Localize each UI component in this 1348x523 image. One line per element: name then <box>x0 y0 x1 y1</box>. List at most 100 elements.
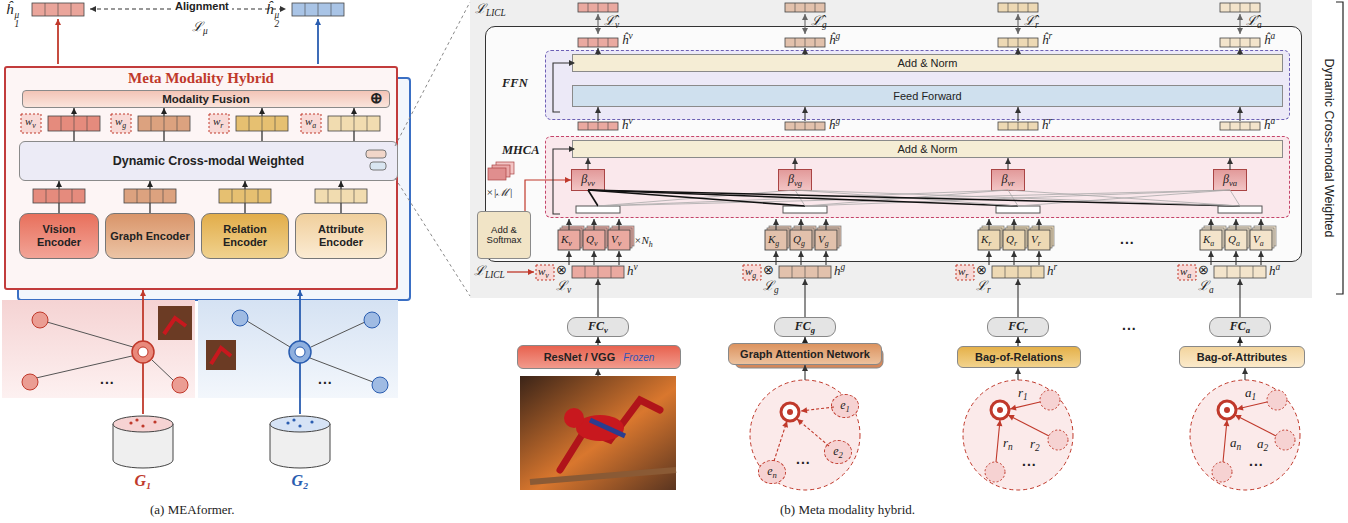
feature-vector <box>998 38 1038 47</box>
math-label: ĥa <box>1264 31 1275 47</box>
subscript: v <box>568 239 572 248</box>
arrowhead <box>1015 14 1021 20</box>
subscript: r <box>988 239 991 248</box>
node-label: FC <box>588 319 604 333</box>
arrowhead <box>56 181 62 187</box>
node-label: Add & Norm <box>898 57 958 69</box>
text-holder: βvg <box>779 170 811 190</box>
cell-divider <box>1230 38 1231 47</box>
entity-circle: e2 <box>824 440 852 464</box>
feature-vector <box>236 116 288 131</box>
symbol: K <box>768 233 775 245</box>
arrowhead <box>595 14 601 20</box>
symbol: w <box>958 265 965 277</box>
symbol: h <box>1269 263 1276 278</box>
bracket <box>1336 2 1343 294</box>
symbol: a <box>1257 436 1264 451</box>
feature-vector <box>315 189 367 203</box>
subscript: n <box>773 470 777 480</box>
subscript: v <box>32 121 36 130</box>
text-holder: Vision Encoder <box>20 214 98 258</box>
cell-divider <box>588 122 589 130</box>
input-slot <box>576 206 620 213</box>
connector <box>525 177 571 211</box>
text-label: ... <box>1249 453 1264 469</box>
text-label: (a) MEAformer. <box>150 502 234 517</box>
arrow-line <box>774 421 787 461</box>
encoder-box: Bag-of-Attributes <box>1179 346 1305 368</box>
image-detail <box>164 318 186 334</box>
cell-divider <box>795 122 796 130</box>
center-entity <box>1218 401 1236 419</box>
attention-line <box>795 190 1240 206</box>
cell-divider <box>258 189 259 203</box>
text-label: (b) Meta modality hybrid. <box>780 503 915 517</box>
symbol: ℒ <box>976 278 987 293</box>
image-detail <box>564 408 584 428</box>
math-label: hg <box>834 262 845 278</box>
graph-node <box>295 347 305 357</box>
arrowhead <box>595 279 601 285</box>
math-text: FCa <box>1230 319 1250 335</box>
arrowhead <box>259 108 265 114</box>
connector <box>802 337 808 343</box>
arrowhead <box>1258 219 1264 225</box>
arrowhead <box>986 251 992 257</box>
arrowhead <box>1015 368 1021 374</box>
symbol: Q <box>793 233 801 245</box>
math-label: wa <box>1180 265 1191 280</box>
cell-divider <box>1005 266 1006 278</box>
arrowhead <box>1223 420 1229 426</box>
arrowhead <box>297 290 303 296</box>
arrowhead <box>1227 158 1233 164</box>
projection-box <box>1200 230 1222 250</box>
text-label: ... <box>100 371 115 387</box>
graph-node <box>22 374 38 390</box>
arrowhead <box>1237 337 1243 343</box>
math-label: ĥg <box>829 31 840 47</box>
cell-divider <box>1028 3 1029 12</box>
subscript: v <box>615 20 619 30</box>
text-label: ... <box>796 451 811 467</box>
arrowhead <box>797 419 804 425</box>
cell-divider <box>1240 38 1241 47</box>
cell-divider <box>354 189 355 203</box>
relation-neighbour <box>1040 390 1060 410</box>
arrowhead <box>595 48 601 54</box>
subscript: g <box>775 239 779 248</box>
cell-divider <box>341 189 342 203</box>
image-detail <box>590 420 625 436</box>
cell-divider <box>150 189 151 203</box>
subscript: 1 <box>15 20 20 29</box>
feature-vector <box>1220 3 1260 12</box>
subscript: a <box>1210 239 1214 248</box>
attention-line <box>588 190 598 206</box>
node-label: FC <box>1008 319 1024 333</box>
database-cylinder: G₂ <box>268 414 332 470</box>
math-label: ĥμ2 <box>266 1 279 29</box>
entity-circle: e1 <box>831 394 859 418</box>
node-label: G₂ <box>268 472 332 490</box>
math-text: βvr <box>1001 172 1014 188</box>
center-entity <box>991 401 1009 419</box>
projection-box <box>1250 230 1272 250</box>
cell-divider <box>58 3 59 16</box>
layer-box: Add & Softmax <box>477 211 531 259</box>
graph-node <box>364 312 380 328</box>
subscript: g <box>825 239 829 248</box>
arrow-line <box>1235 415 1276 436</box>
arrowhead <box>1005 158 1011 164</box>
entity-image <box>158 306 192 340</box>
node-label: β <box>788 172 794 186</box>
arrow-line <box>797 419 829 446</box>
text-label: ... <box>1122 317 1137 333</box>
arrowhead <box>802 279 808 285</box>
text-label: ⊗ <box>1198 262 1209 277</box>
text-label: ... <box>1120 231 1135 247</box>
arrowhead <box>802 14 808 20</box>
weight-box: βva <box>1213 169 1247 191</box>
cell-divider <box>137 189 138 203</box>
subscript: r <box>987 285 991 295</box>
